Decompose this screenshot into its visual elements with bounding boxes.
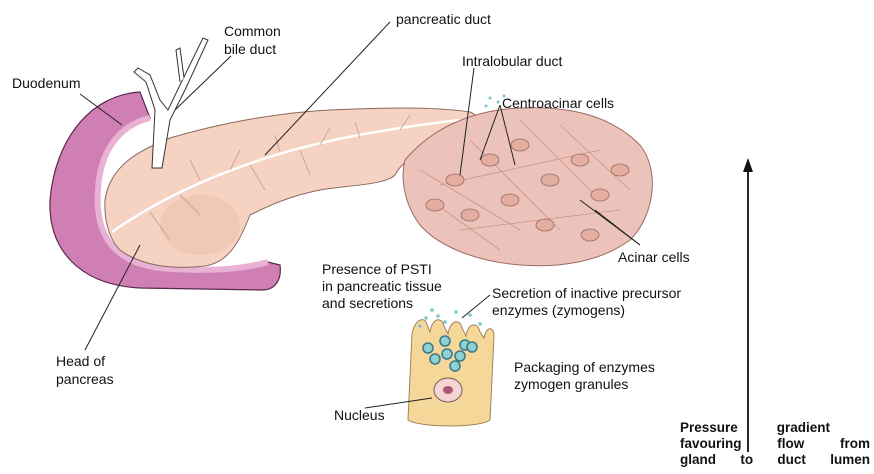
label-packaging-line2: zymogen granules xyxy=(514,375,628,393)
label-centroacinar-cells: Centroacinar cells xyxy=(502,94,614,112)
label-psti-line3: and secretions xyxy=(322,294,413,312)
label-psti-line2: in pancreatic tissue xyxy=(322,277,442,295)
label-intralobular-duct: Intralobular duct xyxy=(462,52,562,70)
pressure-note-word: lumen xyxy=(830,452,870,468)
pressure-note-word: to xyxy=(740,452,753,468)
pressure-note-word: from xyxy=(840,436,870,452)
label-secretion-line2: enzymes (zymogens) xyxy=(492,301,625,319)
acinar-cell xyxy=(408,320,494,426)
label-head-of-pancreas-line2: pancreas xyxy=(56,370,114,388)
pressure-arrow xyxy=(743,158,753,452)
label-secretion-line1: Secretion of inactive precursor xyxy=(492,284,681,302)
label-nucleus: Nucleus xyxy=(334,406,385,424)
pressure-note-word: duct xyxy=(777,452,806,468)
pressure-note-line2: favouring flow from xyxy=(680,436,870,452)
pressure-gradient-note: Pressure gradient favouring flow from gl… xyxy=(680,420,870,468)
acinar-tissue xyxy=(403,108,652,266)
pressure-note-word: flow xyxy=(777,436,804,452)
label-duodenum: Duodenum xyxy=(12,74,81,92)
pressure-note-line3: gland to duct lumen xyxy=(680,452,870,468)
label-head-of-pancreas-line1: Head of xyxy=(56,352,105,370)
label-common-bile-duct-line2: bile duct xyxy=(224,40,276,58)
label-psti-line1: Presence of PSTI xyxy=(322,260,432,278)
label-common-bile-duct-line1: Common xyxy=(224,22,281,40)
pressure-note-word: gradient xyxy=(777,420,830,436)
label-acinar-cells: Acinar cells xyxy=(618,248,690,266)
label-packaging-line1: Packaging of enzymes xyxy=(514,358,655,376)
pressure-note-word: favouring xyxy=(680,436,742,452)
pressure-note-word: Pressure xyxy=(680,420,738,436)
pressure-note-line1: Pressure gradient xyxy=(680,420,830,436)
label-pancreatic-duct: pancreatic duct xyxy=(396,10,491,28)
pressure-note-word: gland xyxy=(680,452,716,468)
